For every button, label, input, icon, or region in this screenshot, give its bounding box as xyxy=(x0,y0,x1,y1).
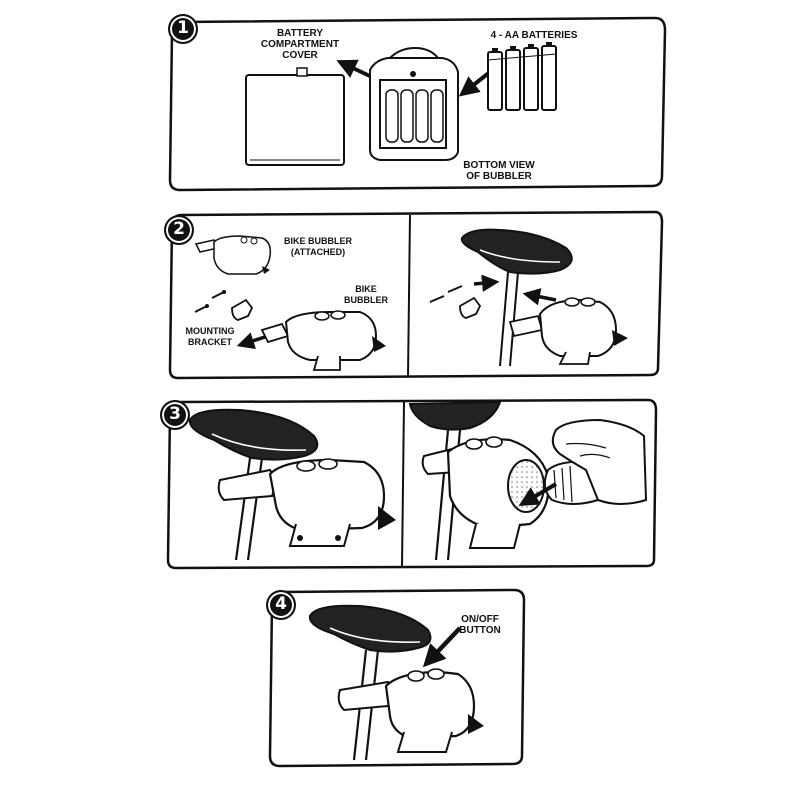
bike-seat-step-2 xyxy=(460,228,573,367)
step-number-3: 3 xyxy=(160,400,190,430)
label-mounting-bracket: MOUNTING BRACKET xyxy=(180,326,240,348)
arrow-bubbler-to-post xyxy=(522,288,557,306)
label-line: (ATTACHED) xyxy=(290,247,346,257)
label-line: BRACKET xyxy=(188,337,232,347)
label-aa-batteries: 4 - AA BATTERIES xyxy=(490,30,578,41)
hand xyxy=(551,418,648,505)
arrow-to-bracket xyxy=(236,332,269,350)
label-line: BOTTOM VIEW xyxy=(463,160,535,171)
label-bike-bubbler: BIKE BUBBLER xyxy=(336,284,396,306)
arrow-on-off xyxy=(422,626,462,668)
label-battery-cover: BATTERY COMPARTMENT COVER xyxy=(252,28,348,61)
bike-bubbler xyxy=(260,310,386,371)
small-attached-bubbler xyxy=(194,235,272,275)
arrow-to-cover xyxy=(336,59,373,79)
arrow-pour xyxy=(518,482,558,507)
label-line: MOUNTING xyxy=(185,326,235,336)
step-2-panel xyxy=(168,210,664,380)
label-line: BIKE BUBBLER xyxy=(283,236,352,246)
step-number-1: 1 xyxy=(168,14,198,44)
mounting-bracket xyxy=(231,298,254,321)
label-line: COVER xyxy=(282,50,318,61)
step-3-panel xyxy=(166,398,658,570)
label-line: OF BUBBLER xyxy=(466,171,532,182)
arrow-bracket-to-post xyxy=(473,274,500,292)
bike-bubbler-mounted-step-4 xyxy=(337,668,484,753)
bubbler-bottom-view xyxy=(369,46,459,161)
bike-seat-step-4 xyxy=(308,604,432,761)
label-on-off-button: ON/OFF BUTTON xyxy=(444,614,516,636)
label-line: BUBBLER xyxy=(344,295,388,305)
label-line: COMPARTMENT xyxy=(260,39,340,50)
bike-bubbler-step-2b xyxy=(508,297,628,365)
step-number-4: 4 xyxy=(266,590,296,620)
battery-compartment-cover xyxy=(245,67,345,166)
screws-step-2 xyxy=(194,290,226,313)
step-1-panel xyxy=(168,16,667,192)
label-bike-bubbler-attached: BIKE BUBBLER (ATTACHED) xyxy=(278,236,358,258)
arrow-from-batteries xyxy=(458,70,492,97)
mounting-bracket-step-2b xyxy=(459,296,482,319)
bike-bubbler-mounted-step-3 xyxy=(217,458,396,547)
step-4-panel xyxy=(268,588,526,768)
label-line: BATTERY xyxy=(276,28,324,39)
label-line: BIKE xyxy=(355,284,377,294)
label-bottom-view: BOTTOM VIEW OF BUBBLER xyxy=(454,160,544,182)
step-number-2: 2 xyxy=(164,215,194,245)
screws-step-2b xyxy=(429,285,463,303)
aa-batteries xyxy=(487,42,557,111)
label-line: ON/OFF xyxy=(461,614,499,625)
label-line: BUTTON xyxy=(459,625,501,636)
